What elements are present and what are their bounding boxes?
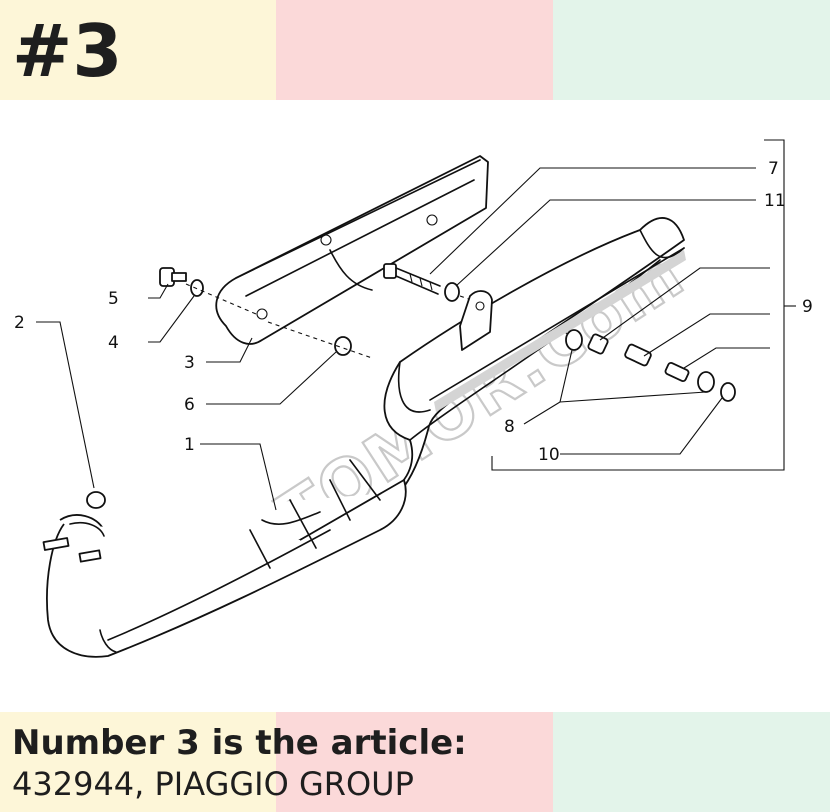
callout-11: 11 [764, 191, 786, 211]
part-number-title: #3 [12, 9, 123, 93]
callout-9: 9 [802, 297, 813, 317]
band-green [553, 0, 830, 100]
callout-5: 5 [108, 289, 119, 309]
exhaust-muffler [42, 217, 686, 658]
callout-4: 4 [108, 333, 119, 353]
heat-shield-cover [215, 155, 489, 345]
callout-8: 8 [504, 417, 515, 437]
band-pink [276, 0, 553, 100]
callout-1: 1 [184, 435, 195, 455]
band-pink [276, 712, 553, 812]
band-yellow [0, 0, 276, 100]
exhaust-exploded-diagram: MOTOMOR.Com [14, 139, 813, 658]
bottom-color-band [0, 712, 830, 812]
callout-10: 10 [538, 445, 560, 465]
spacer-6 [334, 336, 352, 356]
mounting-hardware [565, 329, 736, 402]
caption-title: Number 3 is the article: [12, 723, 467, 763]
callout-3: 3 [184, 353, 195, 373]
band-green [553, 712, 830, 812]
screw-5 [159, 267, 187, 287]
band-yellow [0, 712, 276, 812]
callout-2: 2 [14, 313, 25, 333]
callout-6: 6 [184, 395, 195, 415]
leader-lines [36, 139, 796, 511]
caption-article: 432944, PIAGGIO GROUP [12, 765, 414, 803]
washer-11 [444, 282, 460, 302]
washer-4 [190, 279, 204, 297]
top-color-band [0, 0, 830, 100]
gasket-2 [86, 491, 106, 509]
callout-7: 7 [768, 159, 779, 179]
bolt-7 [383, 263, 441, 295]
